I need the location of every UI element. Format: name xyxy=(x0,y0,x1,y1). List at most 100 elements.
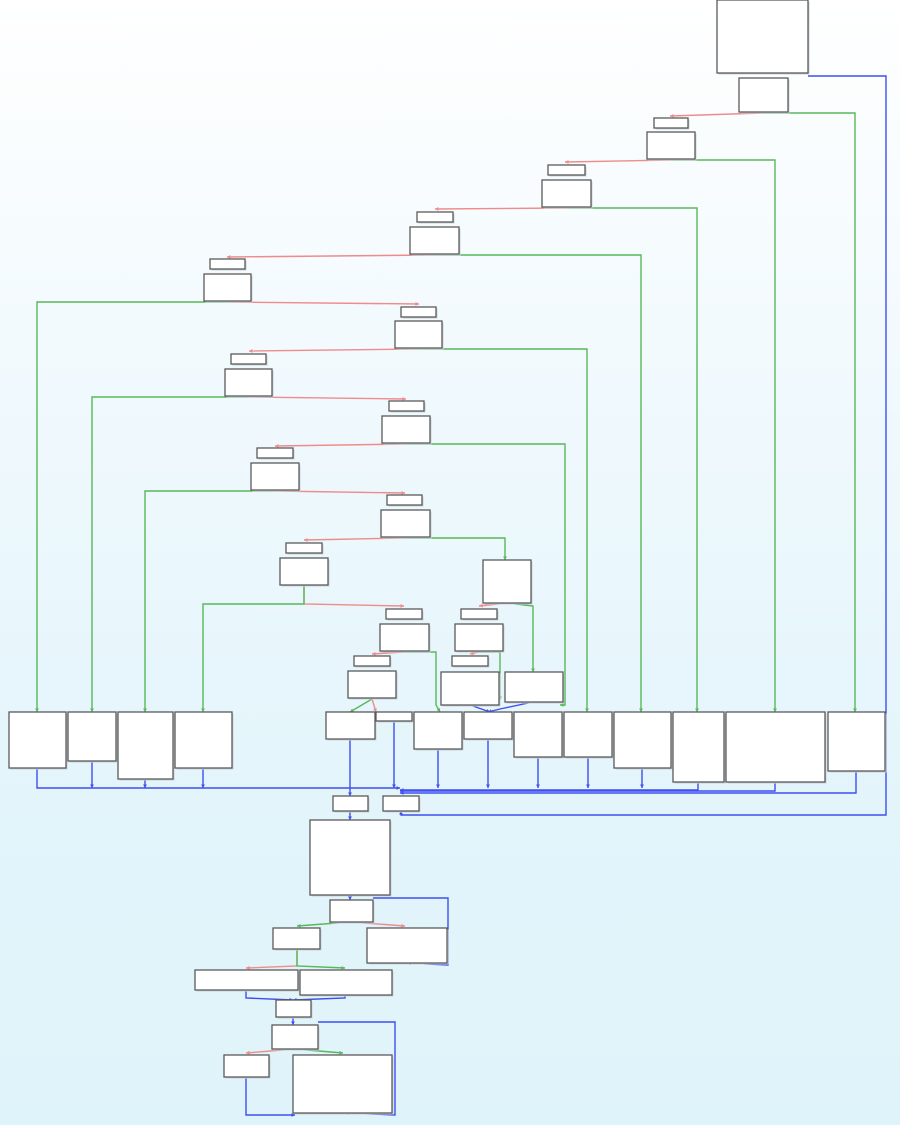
basic-block-node[interactable] xyxy=(409,226,460,255)
basic-block-node[interactable] xyxy=(563,711,613,758)
edge-arrowhead-icon xyxy=(396,786,400,790)
edge-arrowhead-icon xyxy=(401,491,405,495)
unconditional-edge xyxy=(400,782,699,791)
true-branch-edge xyxy=(91,396,248,712)
basic-block-node[interactable] xyxy=(250,462,300,491)
basic-block-node[interactable] xyxy=(325,711,376,740)
basic-block-node[interactable] xyxy=(547,164,586,176)
edge-arrowhead-icon xyxy=(670,113,674,118)
basic-block-node[interactable] xyxy=(375,711,413,722)
edge-arrowhead-icon xyxy=(400,604,404,608)
edge-arrowhead-icon xyxy=(536,784,540,788)
edge-arrowhead-icon xyxy=(586,784,590,788)
edge-arrowhead-icon xyxy=(585,708,589,712)
basic-block-node[interactable] xyxy=(299,969,393,996)
edge-arrowhead-icon xyxy=(341,965,345,970)
basic-block-node[interactable] xyxy=(275,999,312,1018)
edge-arrowhead-icon xyxy=(695,708,699,712)
true-branch-edge xyxy=(144,490,275,712)
edge-arrowhead-icon xyxy=(531,668,535,672)
basic-block-node[interactable] xyxy=(174,711,233,769)
basic-block-node[interactable] xyxy=(230,353,267,365)
basic-block-node[interactable] xyxy=(382,795,420,812)
edge-arrowhead-icon xyxy=(503,556,507,560)
basic-block-node[interactable] xyxy=(451,655,489,667)
false-branch-edge xyxy=(247,396,407,400)
basic-block-node[interactable] xyxy=(194,969,299,991)
basic-block-node[interactable] xyxy=(827,711,886,772)
edge-arrowhead-icon xyxy=(297,923,301,928)
edge-arrowhead-icon xyxy=(640,784,644,788)
unconditional-edge xyxy=(36,768,400,789)
basic-block-node[interactable] xyxy=(381,415,431,444)
basic-block-node[interactable] xyxy=(223,1054,270,1078)
basic-block-node[interactable] xyxy=(279,557,329,586)
basic-block-node[interactable] xyxy=(209,258,246,270)
basic-block-node[interactable] xyxy=(271,1024,319,1050)
edge-arrowhead-icon xyxy=(246,965,250,970)
true-branch-edge xyxy=(404,651,441,713)
false-branch-edge xyxy=(245,949,298,969)
basic-block-node[interactable] xyxy=(380,509,431,538)
edge-arrowhead-icon xyxy=(201,784,205,788)
basic-block-node[interactable] xyxy=(513,711,563,758)
basic-block-node[interactable] xyxy=(463,711,513,740)
edge-arrowhead-icon xyxy=(392,784,396,788)
basic-block-node[interactable] xyxy=(541,179,592,208)
basic-block-node[interactable] xyxy=(646,131,696,160)
basic-block-node[interactable] xyxy=(385,608,423,620)
false-branch-edge xyxy=(303,586,405,607)
basic-block-node[interactable] xyxy=(366,927,448,964)
basic-block-node[interactable] xyxy=(292,1054,393,1114)
edge-arrowhead-icon xyxy=(350,708,354,712)
basic-block-node[interactable] xyxy=(394,320,443,349)
basic-block-node[interactable] xyxy=(613,711,672,769)
edge-arrowhead-icon xyxy=(291,1021,295,1025)
basic-block-node[interactable] xyxy=(224,368,273,397)
basic-block-node[interactable] xyxy=(413,711,463,750)
basic-block-node[interactable] xyxy=(460,608,498,620)
basic-block-node[interactable] xyxy=(8,711,67,769)
basic-block-node[interactable] xyxy=(285,542,323,554)
basic-block-node[interactable] xyxy=(416,211,454,223)
edge-arrowhead-icon xyxy=(402,397,406,401)
basic-block-node[interactable] xyxy=(117,711,174,780)
true-branch-edge xyxy=(506,602,534,672)
basic-block-node[interactable] xyxy=(272,927,321,950)
edge-arrowhead-icon xyxy=(436,784,440,788)
basic-block-node[interactable] xyxy=(504,671,564,703)
unconditional-edge xyxy=(245,990,294,1001)
basic-block-node[interactable] xyxy=(482,559,532,604)
basic-block-node[interactable] xyxy=(203,273,252,302)
edge-arrowhead-icon xyxy=(415,302,419,306)
basic-block-node[interactable] xyxy=(454,623,504,652)
basic-block-node[interactable] xyxy=(329,899,374,923)
edge-arrowhead-icon xyxy=(348,792,352,796)
basic-block-node[interactable] xyxy=(725,711,826,783)
basic-block-node[interactable] xyxy=(309,819,391,896)
basic-block-node[interactable] xyxy=(386,494,423,506)
edge-arrowhead-icon xyxy=(348,896,352,900)
basic-block-node[interactable] xyxy=(440,671,500,706)
basic-block-node[interactable] xyxy=(256,447,294,459)
basic-block-node[interactable] xyxy=(347,670,397,699)
edge-arrowhead-icon xyxy=(143,708,147,712)
basic-block-node[interactable] xyxy=(672,711,725,783)
basic-block-node[interactable] xyxy=(653,117,689,129)
edge-arrowhead-icon xyxy=(35,708,39,712)
edge-arrowhead-icon xyxy=(565,160,569,164)
edge-arrowhead-icon xyxy=(479,603,483,608)
basic-block-node[interactable] xyxy=(67,711,117,762)
edge-arrowhead-icon xyxy=(486,784,490,788)
basic-block-node[interactable] xyxy=(716,0,809,74)
basic-block-node[interactable] xyxy=(738,77,789,113)
basic-block-node[interactable] xyxy=(388,400,425,412)
true-branch-edge xyxy=(418,348,588,712)
true-branch-edge xyxy=(566,207,698,712)
basic-block-node[interactable] xyxy=(332,795,369,812)
true-branch-edge xyxy=(671,159,776,712)
basic-block-node[interactable] xyxy=(353,655,391,667)
basic-block-node[interactable] xyxy=(379,623,430,652)
basic-block-node[interactable] xyxy=(400,306,437,318)
